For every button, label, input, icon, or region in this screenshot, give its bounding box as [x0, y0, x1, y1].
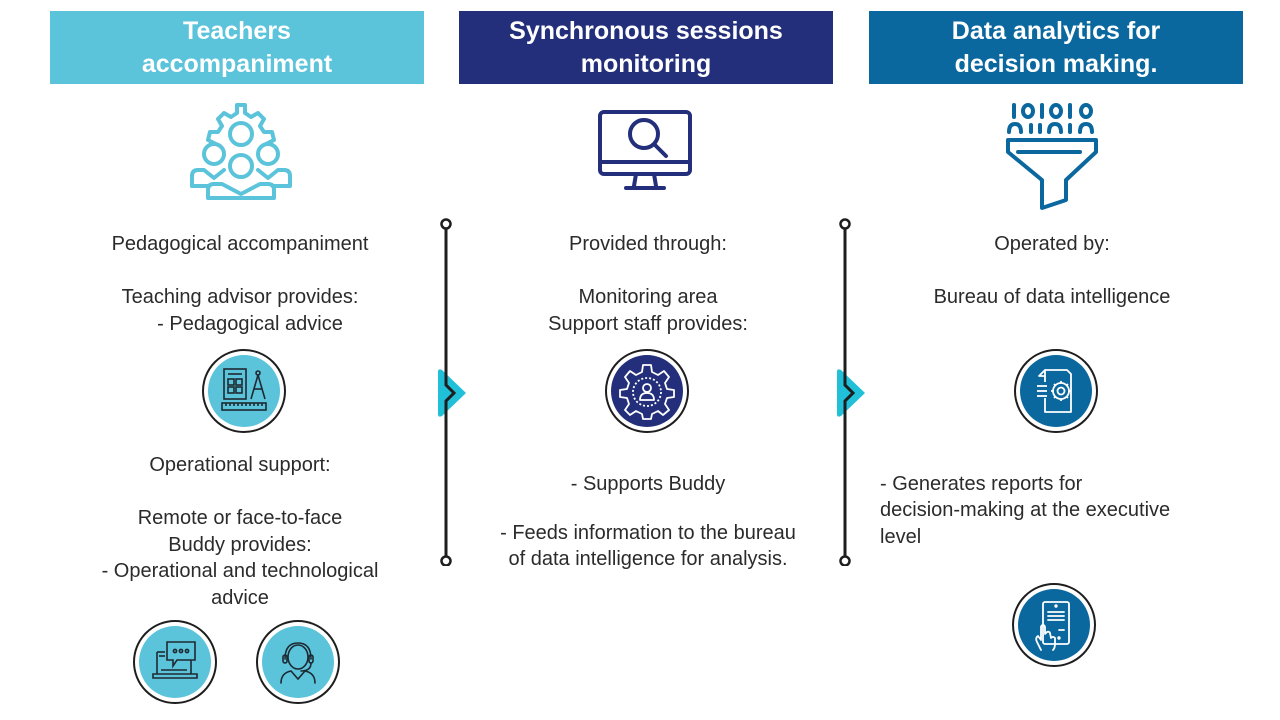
chevron-right-icon	[438, 369, 466, 417]
supports-buddy-item: - Supports Buddy	[570, 473, 726, 495]
team-gear-icon	[190, 103, 292, 200]
generates-reports-item-line-3: level	[880, 526, 922, 548]
gear-user-badge	[605, 349, 689, 433]
binary-funnel-icon	[1006, 103, 1098, 210]
header-synchronous-sessions: Synchronous sessions monitoring	[459, 11, 833, 84]
generates-reports-item-line-2: decision-making at the executive	[880, 499, 1171, 521]
pedagogical-advice-item: - Pedagogical advice	[157, 313, 343, 335]
tablet-touch-icon	[1035, 601, 1070, 651]
gear-user-icon	[619, 364, 675, 420]
header-title-line: decision making.	[954, 49, 1158, 78]
headset-agent-badge	[256, 620, 340, 704]
calculator-compass-ruler-badge	[202, 349, 286, 433]
bureau-of-data-intelligence-label: Bureau of data intelligence	[933, 286, 1171, 308]
header-title-line: monitoring	[580, 49, 712, 78]
generates-reports-item: - Generates reports for	[880, 473, 1083, 495]
calculator-compass-ruler-icon	[221, 368, 267, 411]
laptop-chat-badge	[133, 620, 217, 704]
header-title-line: Data analytics for	[951, 16, 1161, 45]
headset-agent-icon	[280, 642, 316, 684]
tablet-touch-badge	[1012, 583, 1096, 667]
support-staff-label: Support staff provides:	[548, 313, 748, 335]
operational-advice-item-continued: advice	[211, 587, 269, 609]
laptop-chat-icon	[152, 641, 198, 679]
provided-through-heading: Provided through:	[569, 233, 727, 255]
monitoring-area-label: Monitoring area	[578, 286, 718, 308]
header-teachers-accompaniment: Teachers accompaniment	[50, 11, 424, 84]
header-title-line: Synchronous sessions	[509, 16, 783, 45]
buddy-provides-label: Buddy provides:	[168, 534, 312, 556]
operational-support-heading: Operational support:	[149, 454, 331, 476]
chevron-right-icon	[837, 369, 865, 417]
monitor-search-icon	[598, 110, 692, 190]
document-gear-badge	[1014, 349, 1098, 433]
feeds-information-item-continued: of data intelligence for analysis.	[508, 548, 788, 570]
pedagogical-accompaniment-heading: Pedagogical accompaniment	[111, 233, 369, 255]
operated-by-heading: Operated by:	[994, 233, 1110, 255]
header-title-line: accompaniment	[141, 49, 333, 78]
teaching-advisor-label: Teaching advisor provides:	[121, 286, 359, 308]
document-gear-icon	[1037, 369, 1072, 413]
feeds-information-item: - Feeds information to the bureau	[500, 522, 796, 544]
remote-or-face-to-face-label: Remote or face-to-face	[137, 507, 343, 529]
header-title-line: Teachers	[183, 16, 291, 45]
operational-advice-item: - Operational and technological	[101, 560, 379, 582]
header-data-analytics: Data analytics for decision making.	[869, 11, 1243, 84]
